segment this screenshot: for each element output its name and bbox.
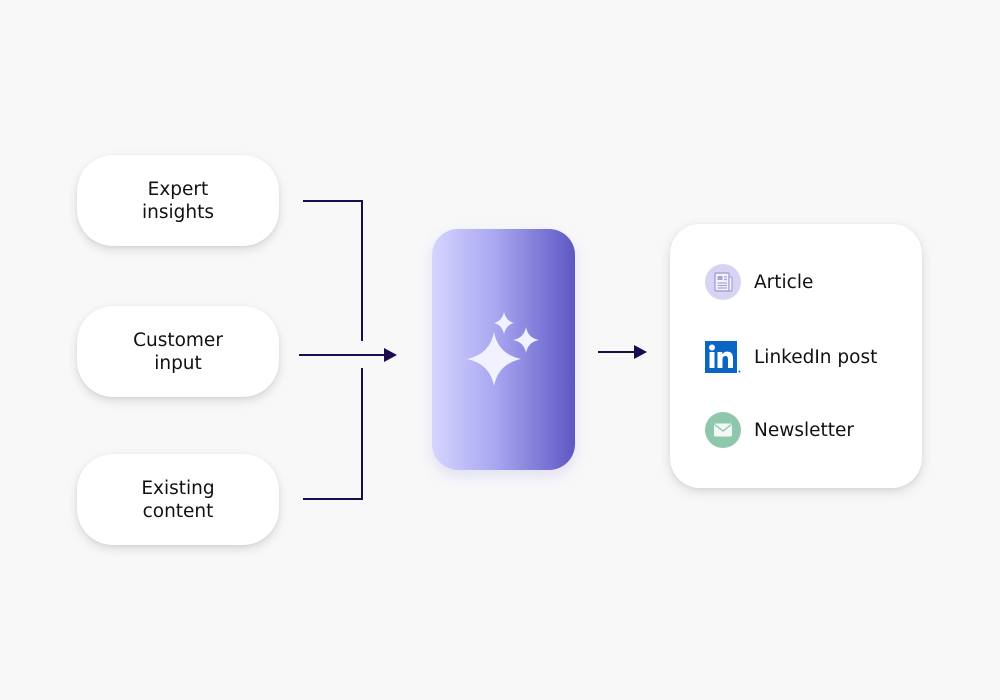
output-label: LinkedIn post	[754, 346, 878, 368]
connector-bottom	[303, 368, 363, 500]
arrowhead-output	[634, 345, 647, 359]
output-card: Article LinkedIn post Newsletter	[670, 224, 922, 488]
connector-top	[303, 200, 363, 341]
article-icon	[705, 264, 741, 300]
ai-processor-card	[432, 229, 575, 470]
input-card-existing-content: Existing content	[77, 454, 279, 545]
arrowhead-middle	[384, 348, 397, 362]
output-item-article: Article	[705, 264, 813, 300]
mail-icon	[705, 412, 741, 448]
input-card-customer-input: Customer input	[77, 306, 279, 397]
output-label: Article	[754, 271, 814, 293]
input-card-expert-insights: Expert insights	[77, 155, 279, 246]
input-label: Customer input	[133, 329, 223, 374]
output-item-newsletter: Newsletter	[705, 412, 854, 448]
input-label: Existing content	[141, 477, 215, 522]
linkedin-icon	[705, 339, 741, 375]
output-item-linkedin-post: LinkedIn post	[705, 339, 877, 375]
sparkles-icon	[467, 312, 539, 386]
output-label: Newsletter	[754, 419, 855, 441]
input-label: Expert insights	[141, 178, 214, 223]
